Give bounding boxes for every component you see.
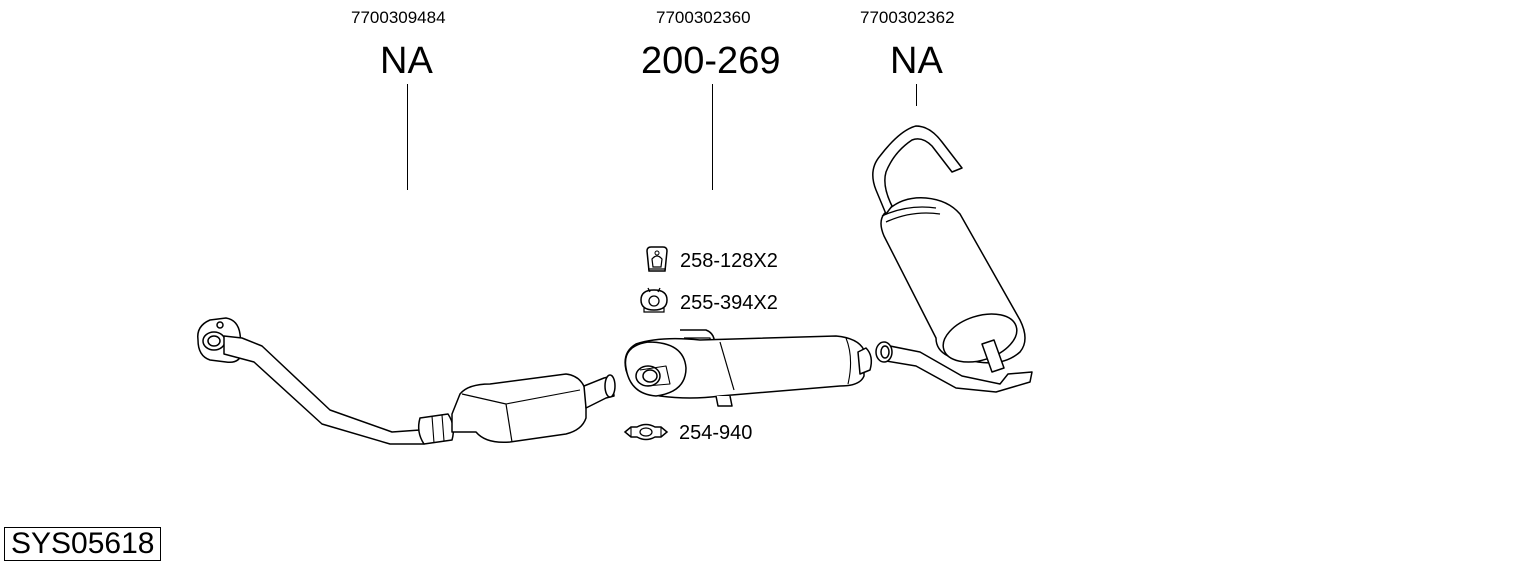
middle-silencer	[625, 330, 871, 406]
system-code-label: SYS05618	[4, 527, 162, 561]
rubber-ring-mount-icon	[640, 287, 668, 313]
leader-line-front-pipe	[407, 84, 408, 190]
leader-line-rear-silencer	[916, 84, 917, 106]
accessory-label-hanger: 258-128X2	[680, 250, 778, 272]
part-code-front-pipe: NA	[380, 40, 433, 82]
front-pipe-with-catalytic-converter	[198, 318, 615, 444]
pipe-clamp-icon	[623, 423, 669, 441]
accessory-label-clamp: 254-940	[679, 422, 753, 444]
part-code-rear-silencer: NA	[890, 40, 943, 82]
leader-line-middle-silencer	[712, 84, 713, 190]
accessory-label-ring-mount: 255-394X2	[680, 292, 778, 314]
part-code-middle-silencer: 200-269	[641, 40, 781, 82]
rubber-hanger-icon	[646, 246, 668, 272]
oe-number-middle-silencer: 7700302360	[656, 8, 751, 27]
oe-number-front-pipe: 7700309484	[351, 8, 446, 27]
rear-silencer	[873, 126, 1032, 392]
oe-number-rear-silencer: 7700302362	[860, 8, 955, 27]
